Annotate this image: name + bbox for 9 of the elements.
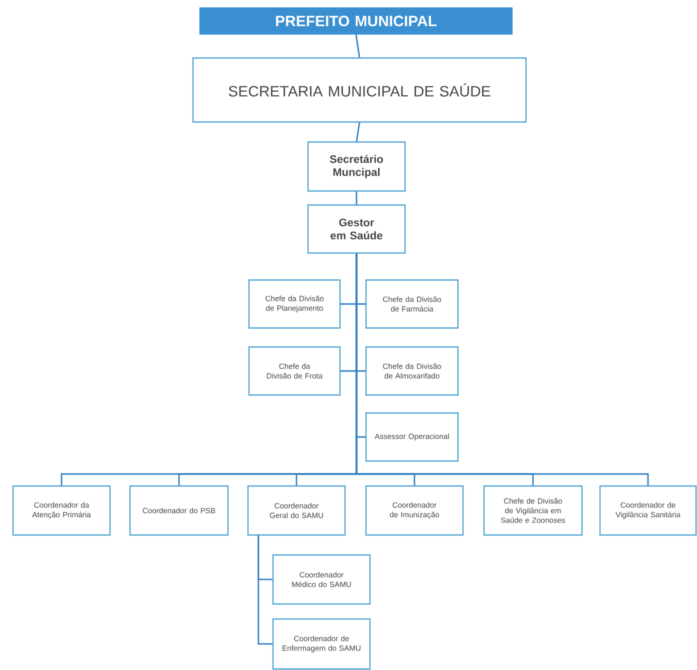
- org-box: Gestor em Saúde: [307, 204, 406, 254]
- connector: [258, 536, 272, 645]
- connector: [356, 254, 649, 486]
- org-box: Secretário Muncipal: [307, 141, 406, 192]
- org-box: SECRETARIA MUNICIPAL DE SAÚDE: [192, 57, 527, 123]
- title-band: PREFEITO MUNICIPAL: [199, 7, 513, 35]
- connector: [355, 34, 360, 58]
- connector: [356, 122, 360, 142]
- connector: [356, 192, 358, 204]
